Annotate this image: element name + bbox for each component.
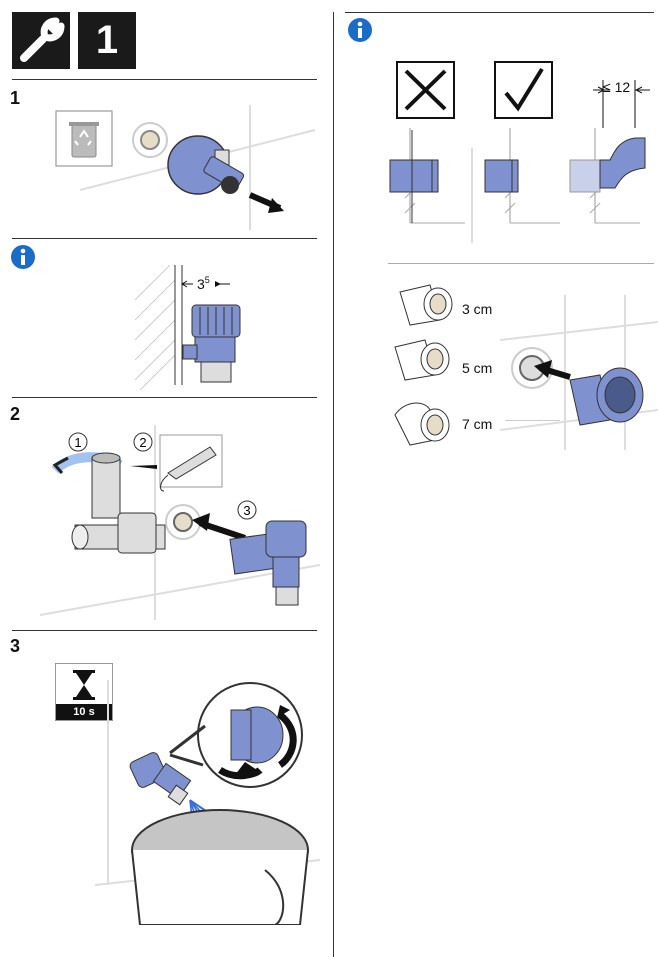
callout-1: 1 bbox=[74, 435, 81, 450]
adapter-install-illustration bbox=[500, 295, 658, 450]
right-box bbox=[494, 61, 553, 119]
adapter-label: 3 cm bbox=[462, 301, 493, 317]
callout-3: 3 bbox=[243, 503, 250, 518]
wrench-icon bbox=[20, 17, 65, 62]
chapter-badge: 1 bbox=[78, 12, 136, 69]
step-number: 2 bbox=[10, 404, 21, 424]
tool-badge bbox=[12, 12, 70, 69]
cross-icon bbox=[404, 69, 447, 111]
adapter-label: 5 cm bbox=[462, 360, 493, 376]
pipe-comparison-diagram: ≤ 12 bbox=[389, 79, 650, 243]
step1-illustration bbox=[55, 105, 316, 230]
info-icon bbox=[348, 18, 372, 42]
recycle-bin-icon bbox=[69, 122, 99, 158]
hourglass-icon bbox=[73, 670, 95, 700]
chapter-number: 1 bbox=[95, 18, 119, 62]
step-number: 3 bbox=[10, 636, 21, 656]
step2-illustration: 1 2 3 bbox=[40, 425, 320, 620]
step-number: 1 bbox=[10, 88, 21, 108]
max-dimension-label: ≤ 12 bbox=[603, 79, 630, 95]
valve-clearance-illustration: 35 bbox=[135, 265, 241, 390]
info-icon bbox=[11, 245, 35, 269]
clearance-dimension: 35 bbox=[197, 275, 210, 292]
adapter-3cm-icon bbox=[399, 284, 453, 326]
step3-illustration bbox=[95, 680, 320, 925]
adapter-7cm-icon bbox=[394, 402, 450, 446]
wrong-box bbox=[396, 61, 455, 119]
adapter-5cm-icon bbox=[394, 339, 450, 381]
check-icon bbox=[504, 67, 544, 112]
timer-box: 10 s bbox=[55, 663, 113, 721]
callout-2: 2 bbox=[139, 435, 146, 450]
adapter-label: 7 cm bbox=[462, 416, 493, 432]
timer-label: 10 s bbox=[56, 704, 112, 720]
